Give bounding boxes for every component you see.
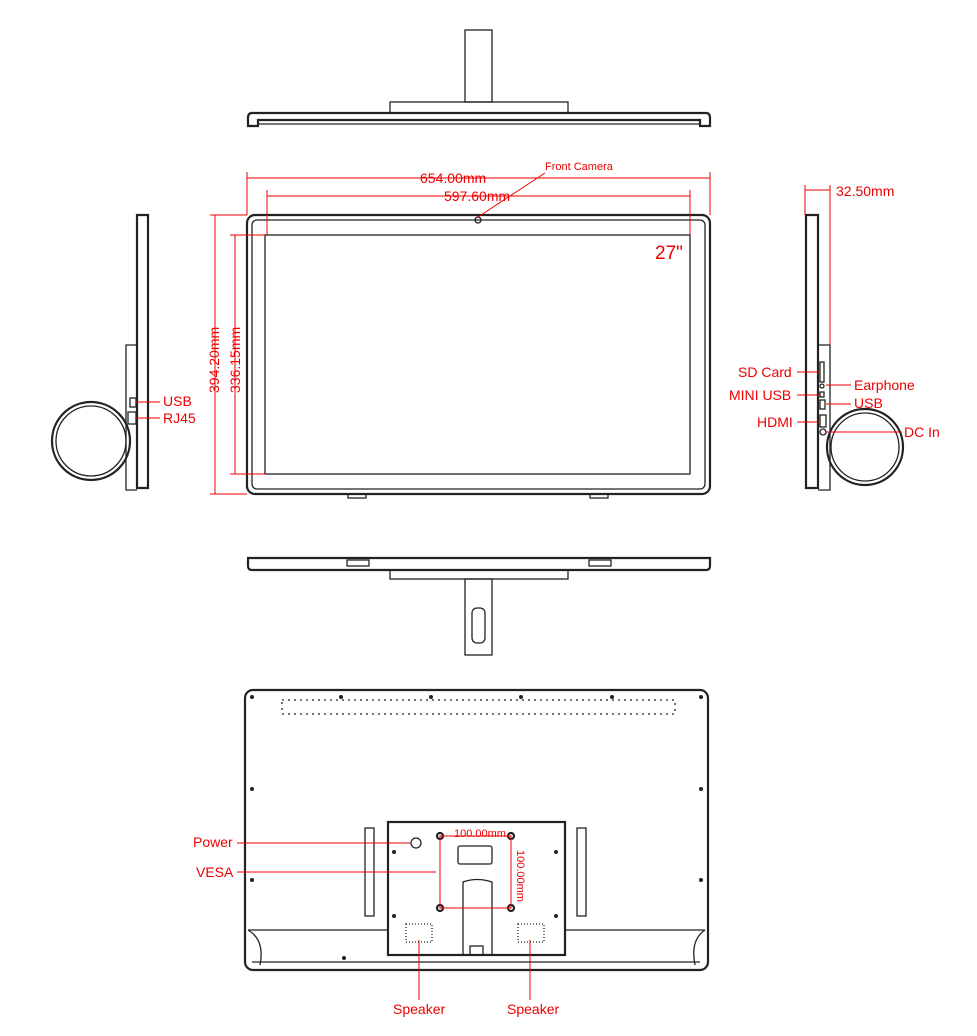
- mini-usb-label: MINI USB: [729, 387, 792, 403]
- bottom-view: [246, 556, 712, 656]
- sd-card-slot: [819, 361, 825, 383]
- speaker-grille-left: [405, 923, 433, 943]
- speaker-right-label: Speaker: [507, 1001, 560, 1017]
- dim-depth: 32.50mm: [836, 183, 895, 199]
- vent-block-top: [389, 101, 569, 114]
- right-usb-label: USB: [854, 395, 883, 411]
- dim-width-overall: 654.00mm: [420, 170, 487, 186]
- speaker-grille-right: [517, 923, 545, 943]
- mount-plate: [386, 820, 567, 957]
- usb-port-left: [129, 397, 137, 408]
- screen-area: [264, 234, 691, 475]
- back-view: [237, 688, 710, 1000]
- vent-holes: [281, 699, 676, 715]
- dim-height-screen: 336.15mm: [227, 326, 243, 393]
- top-view: [246, 29, 712, 128]
- hdmi-label: HDMI: [757, 414, 793, 430]
- dim-height-overall: 394.20mm: [206, 326, 222, 393]
- earphone-label: Earphone: [854, 377, 915, 393]
- vesa-horizontal-dim: 100.00mm: [454, 828, 506, 840]
- dc-in-label: DC In: [904, 424, 940, 440]
- screen-size-label: 27": [655, 243, 683, 264]
- top-body: [246, 111, 712, 128]
- rj45-label: RJ45: [163, 410, 196, 426]
- rj45-port: [127, 411, 137, 425]
- front-bezel: [245, 213, 712, 496]
- power-label: Power: [193, 834, 233, 850]
- left-usb-label: USB: [163, 393, 192, 409]
- right-side-view: [797, 185, 905, 491]
- vesa-vertical-dim: 100.00mm: [514, 850, 526, 902]
- cable-loop-right: [825, 407, 905, 487]
- stand-pole-bottom: [464, 578, 493, 656]
- back-housing: [243, 688, 710, 972]
- power-button-icon: [410, 837, 422, 849]
- vesa-holes: [435, 831, 516, 913]
- dim-width-screen: 597.60mm: [444, 188, 511, 204]
- front-camera-label: Front Camera: [545, 161, 613, 173]
- cable-loop-left: [50, 400, 132, 482]
- sd-card-label: SD Card: [738, 364, 792, 380]
- vesa-label: VESA: [196, 864, 234, 880]
- front-view: [210, 172, 712, 499]
- speaker-left-label: Speaker: [393, 1001, 446, 1017]
- vent-block-bottom: [389, 569, 569, 580]
- left-side-view: [50, 213, 160, 491]
- stand-pole-top: [464, 29, 493, 103]
